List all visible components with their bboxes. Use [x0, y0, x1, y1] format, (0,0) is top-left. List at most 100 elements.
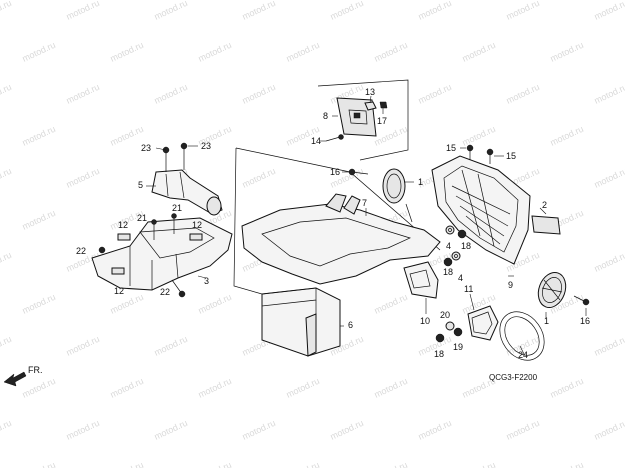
light-cover	[467, 305, 499, 341]
license-plate-bracket	[431, 155, 531, 265]
watermark-text: motod.ru	[285, 376, 321, 400]
watermark-text: motod.ru	[329, 0, 365, 22]
watermark-text: motod.ru	[65, 0, 101, 22]
watermark-text: motod.ru	[593, 166, 625, 190]
nut-4-upper	[445, 225, 455, 235]
callout-12: 12	[114, 286, 124, 296]
callout-9: 9	[508, 280, 513, 290]
watermark-text: motod.ru	[21, 460, 57, 468]
callout-12: 12	[118, 220, 128, 230]
watermark-text: motod.ru	[0, 166, 13, 190]
callout-24: 24	[518, 350, 528, 360]
watermark-text: motod.ru	[549, 376, 585, 400]
watermark-text: motod.ru	[153, 334, 189, 358]
screw-16-left	[348, 168, 369, 176]
callout-18: 18	[461, 241, 471, 251]
nut-18-lower	[435, 333, 445, 343]
watermark-text: motod.ru	[285, 40, 321, 64]
callout-23: 23	[141, 143, 151, 153]
watermark-text: motod.ru	[593, 250, 625, 274]
watermark-text: motod.ru	[0, 250, 13, 274]
bolt-23-left	[162, 146, 170, 172]
callout-18: 18	[434, 349, 444, 359]
callout-2: 2	[542, 200, 547, 210]
watermark-text: motod.ru	[593, 418, 625, 442]
watermark-text: motod.ru	[65, 334, 101, 358]
watermark-text: motod.ru	[593, 0, 625, 22]
watermark-text: motod.ru	[373, 124, 409, 148]
watermark-text: motod.ru	[241, 0, 277, 22]
watermark-text: motod.ru	[241, 166, 277, 190]
callout-8: 8	[323, 111, 328, 121]
watermark-text: motod.ru	[593, 334, 625, 358]
callout-12: 12	[192, 220, 202, 230]
watermark-text: motod.ru	[549, 124, 585, 148]
bolt-23-right	[180, 142, 188, 170]
clip-12-a	[117, 233, 131, 241]
screw-16-right	[573, 295, 590, 306]
callout-4: 4	[458, 273, 463, 283]
callout-6: 6	[348, 320, 353, 330]
watermark-text: motod.ru	[21, 292, 57, 316]
callout-17: 17	[377, 116, 387, 126]
callout-22: 22	[160, 287, 170, 297]
watermark-text: motod.ru	[461, 124, 497, 148]
callout-labels: 1 1 2 3 4 4 5 6 7 8 9 10 11 12 12 12 13 …	[76, 87, 590, 360]
watermark-text: motod.ru	[109, 460, 145, 468]
callout-1: 1	[418, 177, 423, 187]
watermark-text: motod.ru	[373, 460, 409, 468]
rear-bracket	[151, 169, 223, 216]
callout-15: 15	[446, 143, 456, 153]
bolt-22	[171, 279, 186, 298]
bolt-17	[379, 101, 388, 114]
watermark-text: motod.ru	[153, 0, 189, 22]
nut-18-middle	[443, 257, 453, 267]
watermark-text: motod.ru	[65, 82, 101, 106]
watermark-text: motod.ru	[285, 460, 321, 468]
watermark-text: motod.ru	[65, 418, 101, 442]
watermark-text: motod.ru	[241, 418, 277, 442]
callout-15: 15	[506, 151, 516, 161]
watermark-text: motod.ru	[0, 418, 13, 442]
diagram-code: QCG3-F2200	[489, 373, 538, 382]
license-light	[403, 261, 439, 299]
watermark-text: motod.ru	[329, 418, 365, 442]
side-reflector	[531, 215, 561, 235]
watermark-text: motod.ru	[0, 0, 13, 22]
watermark-text: motod.ru	[505, 418, 541, 442]
watermark-text: motod.ru	[153, 82, 189, 106]
washer-20	[445, 321, 455, 331]
clip-12-c	[111, 267, 125, 275]
reflector-left	[382, 168, 406, 204]
watermark-text: motod.ru	[21, 124, 57, 148]
watermark-text: motod.ru	[373, 292, 409, 316]
gasket	[499, 311, 545, 361]
watermark-text: motod.ru	[153, 418, 189, 442]
watermark-text: motod.ru	[461, 40, 497, 64]
nut-19	[453, 327, 463, 337]
license-light-bracket	[336, 97, 377, 137]
watermark-text: motod.ru	[21, 376, 57, 400]
nut-13	[364, 95, 377, 111]
callout-13: 13	[365, 87, 375, 97]
callout-21: 21	[137, 213, 147, 223]
callout-16: 16	[330, 167, 340, 177]
callout-22: 22	[76, 246, 86, 256]
watermark-text: motod.ru	[197, 460, 233, 468]
clip-12-b	[189, 233, 203, 241]
watermark-text: motod.ru	[461, 460, 497, 468]
watermark-text: motod.ru	[21, 40, 57, 64]
watermark-text: motod.ru	[417, 418, 453, 442]
watermark-text: motod.ru	[109, 40, 145, 64]
watermark-text: motod.ru	[109, 124, 145, 148]
callout-1: 1	[544, 316, 549, 326]
callout-10: 10	[420, 316, 430, 326]
callout-11: 11	[464, 284, 473, 294]
watermark-text: motod.ru	[241, 82, 277, 106]
bolt-15-left	[466, 144, 474, 160]
callout-23: 23	[201, 141, 211, 151]
watermark-text: motod.ru	[0, 82, 13, 106]
watermark-text: motod.ru	[65, 166, 101, 190]
region-box-left	[233, 147, 263, 295]
